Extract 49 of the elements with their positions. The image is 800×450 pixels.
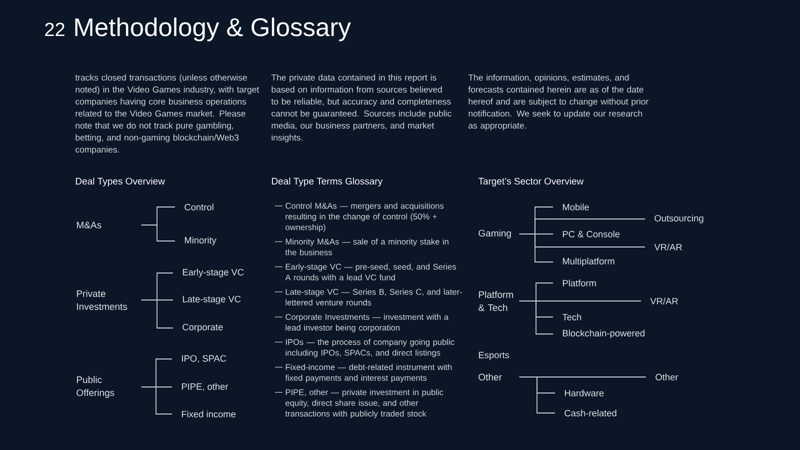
title: Methodology & Glossary <box>75 18 351 42</box>
paragraph: tracks closed transactions (unless otherwise noted) in the Video Games industry, with target companies having core business operations related to the Video Games market. Please note that we do not track pure gambling, betting, and non-gaming blockchain/Web3 companies. <box>75 74 260 154</box>
subcategory-label: Cash-related <box>564 410 616 416</box>
paragraph: The private data contained in this report is based on information from sources believed to be reliable, but accuracy and completeness cannot be guaranteed. Sources include public media, our business partners, and market insights. <box>271 74 452 142</box>
subcategory-label: Blockchain-powered <box>562 330 644 338</box>
glossary-entry: Control M&As — mergers and acquisitions resulting in the change of control (50% + ownership) <box>286 202 444 232</box>
subcategory-label: PIPE, other <box>182 383 228 391</box>
connector-line <box>140 224 176 242</box>
glossary-entry: PIPE, other — private investment in public equity, direct share issue, and other transactions with publicly traded stock <box>285 389 444 418</box>
section-heading: Target’s Sector Overview <box>478 178 584 186</box>
connector-line <box>140 300 174 328</box>
subcategory-label: Other <box>656 374 678 380</box>
glossary-entry: Fixed-income — debt-related instrument with fixed payments and interest payments <box>285 364 452 382</box>
section-heading: Deal Type Terms Glossary <box>272 178 383 186</box>
subcategory-label: Platform <box>562 280 596 286</box>
subcategory-label: Hardware <box>564 390 604 396</box>
category-label: M&As <box>76 222 102 228</box>
subcategory-label: VR/AR <box>650 298 678 304</box>
connector-line <box>518 234 554 262</box>
subcategory-label: Tech <box>562 314 582 320</box>
connector-line <box>140 386 172 414</box>
glossary-entry: Late-stage VC — Series B, Series C, and later-lettered venture rounds <box>286 288 462 306</box>
category-label: Other <box>478 374 502 380</box>
page-number: 22 <box>45 22 64 36</box>
subcategory-label: Outsourcing <box>654 214 704 224</box>
category-label: Platform & Tech <box>478 291 513 311</box>
subcategory-label: Control <box>184 204 214 210</box>
glossary-entry: Minority M&As — sale of a minority stake in the business <box>285 238 448 256</box>
subcategory-label: Early-stage VC <box>182 268 244 278</box>
category-label: Esports <box>478 352 510 360</box>
subcategory-label: Mobile <box>562 204 589 210</box>
category-label: Gaming <box>478 230 511 238</box>
connector-line <box>518 376 556 414</box>
glossary-entry: IPOs — the process of company going public including IPOs, SPACs, and direct listings <box>286 338 454 358</box>
category-label: Public Offerings <box>76 376 114 398</box>
subcategory-label: VR/AR <box>654 244 682 250</box>
category-label: Private Investments <box>76 290 128 310</box>
subcategory-label: PC & Console <box>562 230 620 238</box>
glossary-entry: Early-stage VC — pre-seed, seed, and Series A rounds with a lead VC fund <box>285 264 456 280</box>
subcategory-label: Fixed income <box>182 410 236 418</box>
paragraph: The information, opinions, estimates, and forecasts contained herein are as of the date hereof and are subject to change without prior notification. We seek to update our research as appropriate. <box>468 74 648 130</box>
subcategory-label: IPO, SPAC <box>182 355 226 363</box>
subcategory-label: Minority <box>184 236 216 246</box>
subcategory-label: Late-stage VC <box>182 296 241 304</box>
connector-line <box>518 300 554 334</box>
section-heading: Deal Types Overview <box>76 178 165 186</box>
subcategory-label: Corporate <box>182 324 223 332</box>
glossary-entry: Corporate Investments — investment with a lead investor being corporation <box>286 314 448 332</box>
subcategory-label: Multiplatform <box>562 258 614 266</box>
